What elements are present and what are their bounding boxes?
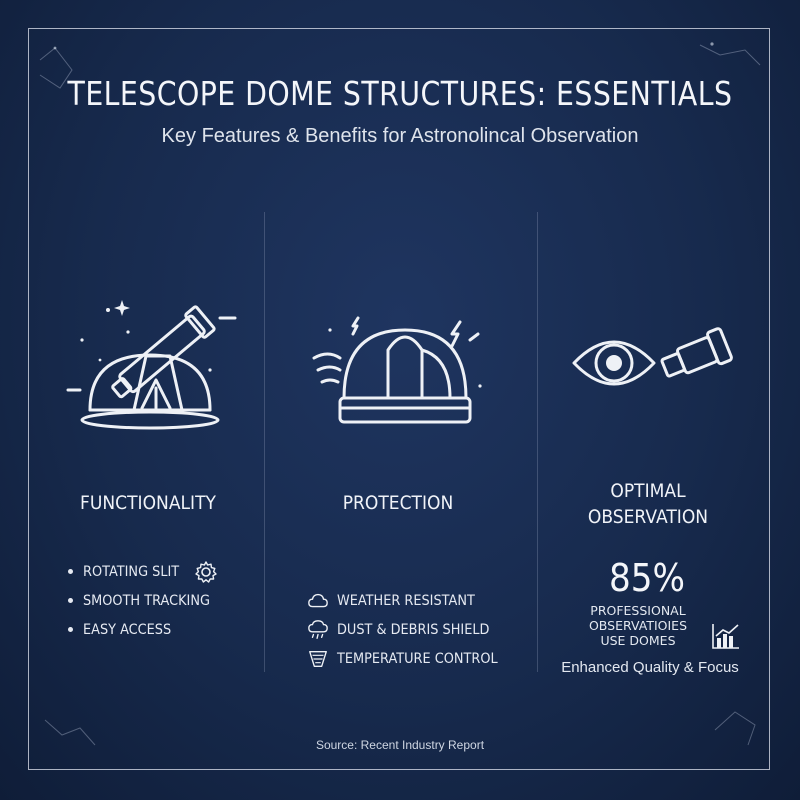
gear-icon (194, 560, 217, 583)
closed-dome-icon (310, 310, 500, 444)
column-title-optimal-observation: OPTIMAL OBSERVATION (540, 478, 756, 530)
list-item: DUST & DEBRIS SHIELD (307, 615, 512, 644)
title-line: OBSERVATION (587, 506, 709, 528)
source-footnote: Source: Recent Industry Report (315, 738, 485, 752)
list-item-label: ROTATING SLIT (83, 563, 180, 580)
list-item: EASY ACCESS (68, 615, 221, 644)
page-subtitle: Key Features & Benefits for Astronolinca… (161, 125, 639, 147)
title-line: OPTIMAL (610, 480, 686, 502)
list-item: WEATHER RESISTANT (307, 586, 512, 615)
bullet-dot (68, 627, 73, 632)
list-item-label: SMOOTH TRACKING (83, 592, 210, 609)
bullet-dot (68, 598, 73, 603)
list-item: ROTATING SLIT (68, 557, 221, 586)
bullet-dot (68, 569, 73, 574)
cloud-icon (308, 593, 328, 607)
vent-icon (309, 650, 327, 667)
list-item-label: DUST & DEBRIS SHIELD (337, 621, 490, 638)
stat-line: USE DOMES (600, 633, 676, 648)
stat-description: PROFESSIONAL OBSERVATIOIES USE DOMES (568, 603, 708, 648)
list-item: SMOOTH TRACKING (68, 586, 221, 615)
page-title: TELESCOPE DOME STRUCTURES: ESSENTIALS (67, 74, 733, 113)
functionality-list: ROTATING SLIT SMOOTH TRACKING EASY ACCES… (68, 557, 221, 644)
list-item-label: EASY ACCESS (83, 621, 172, 638)
telescope-dome-icon (60, 280, 240, 444)
rain-cloud-icon (308, 619, 328, 639)
column-divider (264, 212, 265, 672)
stat-line: OBSERVATIOIES (588, 618, 688, 633)
border-frame (28, 28, 770, 770)
eye-telescope-icon (570, 315, 740, 409)
stat-note: Enhanced Quality & Focus (561, 659, 739, 676)
column-divider (537, 212, 538, 672)
bar-chart-icon (712, 624, 739, 649)
list-item-label: TEMPERATURE CONTROL (337, 650, 498, 667)
stat-value: 85% (608, 556, 686, 600)
column-title-protection: PROTECTION (342, 492, 454, 514)
stat-line: PROFESSIONAL (590, 603, 686, 618)
list-item-label: WEATHER RESISTANT (337, 592, 475, 609)
protection-list: WEATHER RESISTANT DUST & DEBRIS SHIELD T… (307, 586, 512, 673)
list-item: TEMPERATURE CONTROL (307, 644, 512, 673)
column-title-functionality: FUNCTIONALITY (80, 492, 216, 514)
